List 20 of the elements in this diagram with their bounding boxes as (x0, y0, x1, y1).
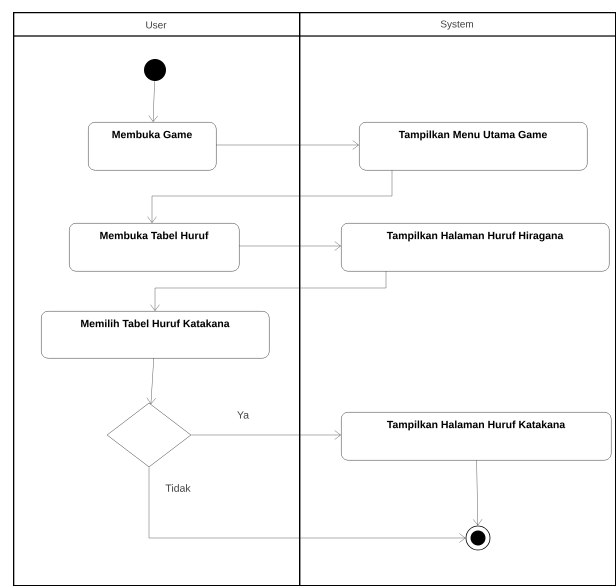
edge-label: Tidak (164, 483, 192, 493)
arrow (239, 241, 341, 251)
edge-label: Ya (236, 410, 250, 420)
action-box: Membuka Tabel Huruf (69, 223, 240, 272)
start-node (144, 59, 166, 81)
decision-diamond (106, 402, 192, 468)
action-box: Memilih Tabel Huruf Katakana (41, 311, 270, 358)
arrow (146, 358, 156, 404)
arrow (191, 430, 341, 440)
arrow (148, 467, 466, 543)
action-box: Tampilkan Halaman Huruf Katakana (341, 412, 612, 460)
action-box: Tampilkan Menu Utama Game (359, 122, 588, 170)
action-box: Membuka Game (88, 122, 216, 170)
action-box: Tampilkan Halaman Huruf Hiragana (341, 223, 610, 272)
arrow (148, 81, 158, 122)
end-node (466, 526, 490, 550)
arrow (472, 460, 482, 526)
arrow (147, 170, 392, 223)
arrow (150, 271, 386, 311)
arrow (216, 140, 359, 150)
